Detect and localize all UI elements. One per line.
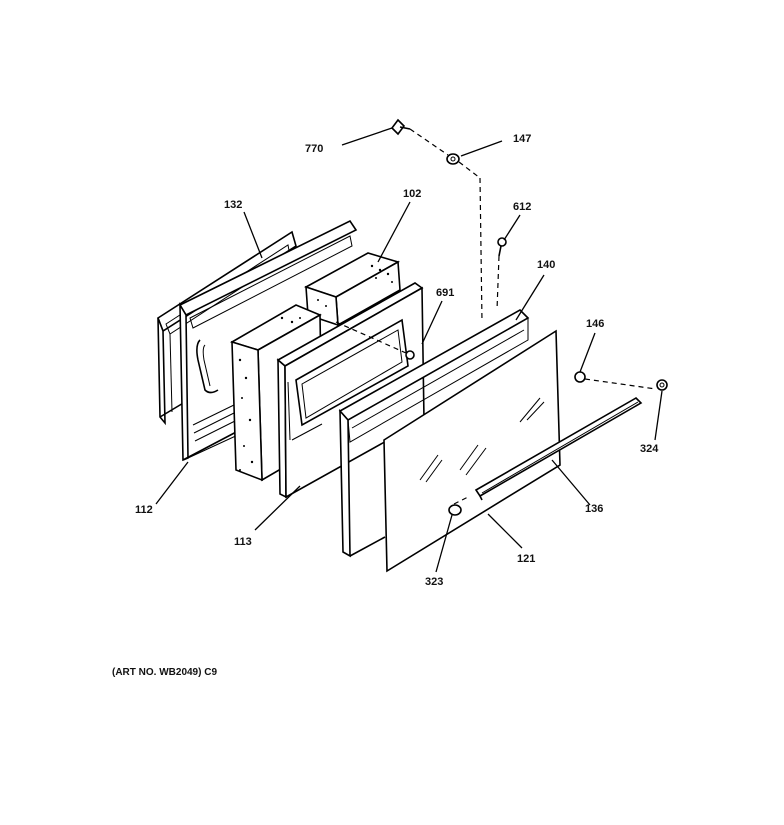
- leader-lines: [155, 127, 663, 573]
- washer-147: [446, 153, 460, 165]
- clip-691: [405, 350, 415, 360]
- screw-324: [656, 379, 668, 391]
- nut-146: [574, 371, 586, 383]
- insulation-102: [304, 252, 401, 327]
- label-324: 324: [640, 443, 659, 455]
- art-number-caption: (ART NO. WB2049) C9: [112, 667, 218, 678]
- label-612: 612: [513, 201, 531, 213]
- inner-door-113: [276, 282, 425, 499]
- screw-323: [448, 504, 462, 516]
- label-140: 140: [537, 259, 555, 271]
- screw-770: [390, 118, 411, 136]
- label-770: 770: [305, 143, 323, 155]
- label-691: 691: [436, 287, 454, 299]
- label-102: 102: [403, 188, 421, 200]
- label-121: 121: [517, 553, 535, 565]
- screw-612: [497, 237, 507, 257]
- door-handle-136: [474, 397, 643, 501]
- outer-door-140: [338, 309, 530, 558]
- label-323: 323: [425, 576, 443, 588]
- label-146: 146: [586, 318, 604, 330]
- inner-liner-112: [178, 219, 358, 462]
- label-147: 147: [513, 133, 531, 145]
- label-112: 112: [135, 504, 153, 516]
- door-glass-121: [383, 329, 561, 573]
- label-113: 113: [234, 536, 252, 548]
- assembly-lines: [335, 128, 657, 505]
- label-132: 132: [224, 199, 242, 211]
- label-136: 136: [585, 503, 603, 515]
- callout-labels: 770 147 132 102 612 140 691 146 324 112 …: [135, 133, 659, 588]
